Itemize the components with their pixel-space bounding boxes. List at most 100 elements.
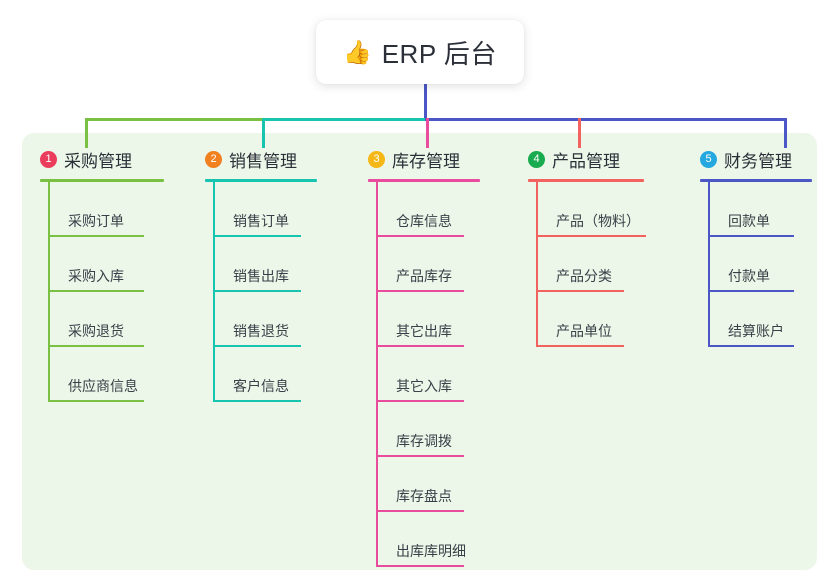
item-label: 客户信息 <box>233 378 289 394</box>
item-label: 库存盘点 <box>396 488 452 504</box>
item-label: 库存调拨 <box>396 433 452 449</box>
branch-spine-4 <box>536 182 538 347</box>
list-item[interactable]: 销售订单 <box>213 182 355 237</box>
list-item[interactable]: 产品单位 <box>536 292 688 347</box>
list-item[interactable]: 产品库存 <box>376 237 518 292</box>
item-rule <box>48 400 144 402</box>
branch-header-3[interactable]: 3 库存管理 <box>368 146 518 172</box>
connector-hbar-teal <box>262 118 426 121</box>
item-label: 销售退货 <box>233 323 289 339</box>
badge-number-1: 1 <box>40 150 57 168</box>
item-rule <box>708 345 794 347</box>
list-item[interactable]: 产品分类 <box>536 237 688 292</box>
list-item[interactable]: 库存盘点 <box>376 457 518 512</box>
branch-header-1[interactable]: 1 采购管理 <box>40 146 190 172</box>
item-label: 销售出库 <box>233 268 289 284</box>
item-label: 产品（物料） <box>556 213 640 229</box>
item-rule <box>376 400 464 402</box>
item-rule <box>376 235 464 237</box>
item-rule <box>213 345 301 347</box>
item-label: 产品库存 <box>396 268 452 284</box>
item-rule <box>376 290 464 292</box>
root-node-label: ERP 后台 <box>381 38 497 69</box>
item-rule <box>536 345 624 347</box>
branch-header-4[interactable]: 4 产品管理 <box>528 146 688 172</box>
branch-spine-3 <box>376 182 378 567</box>
item-rule <box>48 235 144 237</box>
item-label: 采购入库 <box>68 268 124 284</box>
item-rule <box>536 235 646 237</box>
item-label: 付款单 <box>728 268 770 284</box>
item-label: 其它入库 <box>396 378 452 394</box>
badge-number-2: 2 <box>205 150 222 168</box>
item-rule <box>213 290 301 292</box>
item-label: 采购订单 <box>68 213 124 229</box>
branch-title-1: 采购管理 <box>64 151 132 171</box>
list-item[interactable]: 付款单 <box>708 237 839 292</box>
branch-items-2: 销售订单 销售出库 销售退货 客户信息 <box>205 182 355 402</box>
branch-header-rule-3 <box>368 179 480 182</box>
list-item[interactable]: 其它出库 <box>376 292 518 347</box>
item-rule <box>48 290 144 292</box>
connector-drop-2 <box>262 118 265 148</box>
list-item[interactable]: 库存调拨 <box>376 402 518 457</box>
branch-column-5: 5 财务管理 回款单 付款单 结算账户 <box>700 146 839 347</box>
branch-header-rule-4 <box>528 179 644 182</box>
list-item[interactable]: 销售退货 <box>213 292 355 347</box>
connector-drop-5 <box>784 118 787 148</box>
branch-spine-5 <box>708 182 710 347</box>
branch-items-5: 回款单 付款单 结算账户 <box>700 182 839 347</box>
branch-spine-2 <box>213 182 215 402</box>
list-item[interactable]: 采购入库 <box>48 237 190 292</box>
thumbs-up-icon: 👍 <box>343 38 372 65</box>
list-item[interactable]: 客户信息 <box>213 347 355 402</box>
connector-drop-3 <box>426 118 429 148</box>
list-item[interactable]: 产品（物料） <box>536 182 688 237</box>
list-item[interactable]: 其它入库 <box>376 347 518 402</box>
item-rule <box>213 400 301 402</box>
item-rule <box>376 455 464 457</box>
list-item[interactable]: 仓库信息 <box>376 182 518 237</box>
list-item[interactable]: 回款单 <box>708 182 839 237</box>
branch-header-5[interactable]: 5 财务管理 <box>700 146 839 172</box>
branch-header-2[interactable]: 2 销售管理 <box>205 146 355 172</box>
item-rule <box>708 235 794 237</box>
branch-header-rule-2 <box>205 179 317 182</box>
connector-hbar-blue <box>425 118 787 121</box>
item-label: 产品分类 <box>556 268 612 284</box>
branch-title-2: 销售管理 <box>229 151 297 171</box>
list-item[interactable]: 出库库明细 <box>376 512 518 567</box>
list-item[interactable]: 结算账户 <box>708 292 839 347</box>
badge-number-4: 4 <box>528 150 545 168</box>
list-item[interactable]: 采购退货 <box>48 292 190 347</box>
branch-items-1: 采购订单 采购入库 采购退货 供应商信息 <box>40 182 190 402</box>
item-label: 仓库信息 <box>396 213 452 229</box>
branch-spine-1 <box>48 182 50 402</box>
connector-drop-4 <box>578 118 581 148</box>
item-label: 销售订单 <box>233 213 289 229</box>
branch-header-rule-1 <box>40 179 164 182</box>
item-label: 结算账户 <box>728 323 784 339</box>
branch-title-4: 产品管理 <box>552 151 620 171</box>
item-rule <box>213 235 301 237</box>
list-item[interactable]: 供应商信息 <box>48 347 190 402</box>
branch-column-3: 3 库存管理 仓库信息 产品库存 其它出库 其它入库 库存调拨 <box>368 146 518 567</box>
item-label: 供应商信息 <box>68 378 138 394</box>
item-label: 出库库明细 <box>396 543 466 559</box>
item-label: 回款单 <box>728 213 770 229</box>
root-node[interactable]: 👍 ERP 后台 <box>316 20 524 84</box>
item-rule <box>376 345 464 347</box>
diagram-panel <box>22 133 817 570</box>
list-item[interactable]: 销售出库 <box>213 237 355 292</box>
list-item[interactable]: 采购订单 <box>48 182 190 237</box>
item-rule <box>376 510 464 512</box>
connector-drop-1 <box>85 118 88 148</box>
branch-column-2: 2 销售管理 销售订单 销售出库 销售退货 客户信息 <box>205 146 355 402</box>
branch-title-3: 库存管理 <box>392 151 460 171</box>
badge-number-3: 3 <box>368 150 385 168</box>
connector-hbar-green <box>85 118 263 121</box>
branch-items-4: 产品（物料） 产品分类 产品单位 <box>528 182 688 347</box>
branch-column-4: 4 产品管理 产品（物料） 产品分类 产品单位 <box>528 146 688 347</box>
item-label: 采购退货 <box>68 323 124 339</box>
